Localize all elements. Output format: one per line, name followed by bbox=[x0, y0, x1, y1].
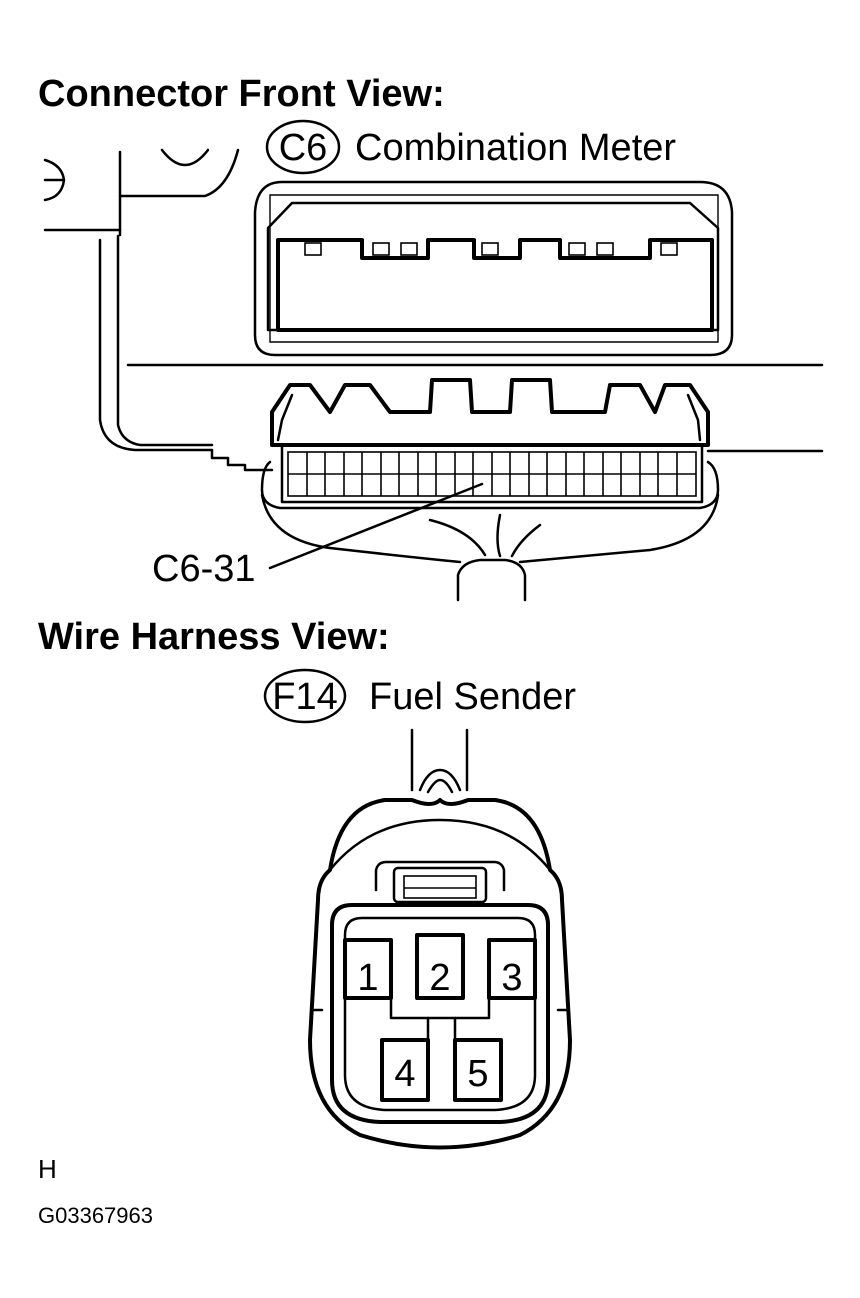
f14-pin-2: 2 bbox=[415, 933, 465, 1000]
c6-pin-grid bbox=[306, 452, 678, 496]
c6-connector-code-badge: C6 bbox=[265, 119, 341, 175]
f14-pin-3: 3 bbox=[487, 938, 537, 1000]
f14-pin-1-label: 1 bbox=[357, 957, 378, 999]
wire-harness-view-heading: Wire Harness View: bbox=[38, 616, 390, 658]
f14-code-circle bbox=[263, 668, 347, 724]
c6-code-circle bbox=[265, 119, 341, 175]
c6-lower-connector bbox=[260, 378, 720, 602]
f14-pin-4: 4 bbox=[380, 1038, 430, 1102]
meter-housing-lines bbox=[43, 148, 824, 472]
c6-pin-callout-label: C6-31 bbox=[152, 548, 256, 590]
c6-connector-name: Combination Meter bbox=[355, 127, 676, 169]
c6-upper-connector bbox=[253, 180, 734, 357]
f14-connector-code: F14 bbox=[272, 676, 337, 718]
f14-pin-5: 5 bbox=[453, 1038, 503, 1102]
connector-front-view-heading: Connector Front View: bbox=[38, 73, 445, 115]
f14-pin-5-label: 5 bbox=[467, 1053, 488, 1095]
f14-pin-1: 1 bbox=[343, 938, 393, 1000]
c6-pin-callout: C6-31 bbox=[152, 482, 484, 590]
f14-connector-name: Fuel Sender bbox=[369, 676, 576, 718]
f14-pin-2-label: 2 bbox=[429, 957, 450, 999]
footer-letter: H bbox=[38, 1154, 57, 1184]
f14-pin-4-label: 4 bbox=[394, 1053, 415, 1095]
f14-pin-3-label: 3 bbox=[501, 957, 522, 999]
figure-id: G03367963 bbox=[38, 1203, 153, 1228]
f14-connector: 1 2 3 4 5 bbox=[308, 728, 572, 1150]
c6-connector-code: C6 bbox=[279, 127, 328, 169]
f14-connector-code-badge: F14 bbox=[263, 668, 347, 724]
